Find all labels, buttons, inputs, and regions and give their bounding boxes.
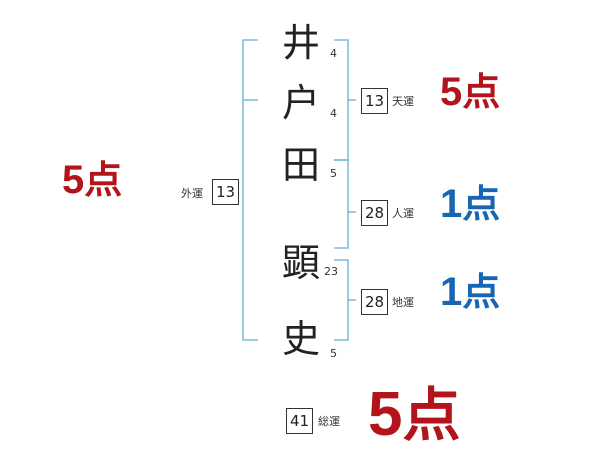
- tenun-score-number: 5: [440, 70, 463, 114]
- souun-score-number: 5: [368, 380, 403, 449]
- tenun-score-unit: 点: [462, 70, 501, 114]
- name-char-1: 井: [282, 21, 321, 65]
- gaiun-label: 外運: [181, 187, 203, 200]
- chiun-value-box: 28: [361, 289, 388, 315]
- jinun-bracket: [334, 159, 356, 249]
- jinun-value-box: 28: [361, 200, 388, 226]
- jinun-score-unit: 点: [462, 182, 501, 226]
- chiun-bracket: [334, 259, 356, 341]
- stroke-count-5: 5: [330, 347, 337, 360]
- name-char-3: 田: [282, 143, 321, 187]
- name-char-4: 顕: [282, 241, 321, 285]
- gaiun-value-box: 13: [212, 179, 239, 205]
- jinun-score: 1点: [440, 184, 500, 224]
- chiun-label: 地運: [392, 296, 414, 309]
- jinun-label: 人運: [392, 207, 414, 220]
- name-char-2: 户: [282, 81, 321, 125]
- stroke-count-2: 4: [330, 107, 337, 120]
- gaiun-score-unit: 点: [84, 158, 123, 202]
- outer-bracket: [242, 39, 258, 341]
- stroke-count-4: 23: [324, 265, 338, 278]
- stroke-count-3: 5: [330, 167, 337, 180]
- tenun-value-box: 13: [361, 88, 388, 114]
- chiun-score: 1点: [440, 272, 500, 312]
- tenun-score: 5点: [440, 72, 500, 112]
- tenun-bracket: [334, 39, 356, 161]
- souun-score: 5点: [368, 384, 461, 446]
- name-char-5: 史: [282, 317, 321, 361]
- jinun-score-number: 1: [440, 182, 463, 226]
- souun-label: 総運: [318, 415, 340, 428]
- souun-score-unit: 点: [402, 381, 461, 449]
- chiun-score-number: 1: [440, 270, 463, 314]
- souun-value-box: 41: [286, 408, 313, 434]
- tenun-label: 天運: [392, 95, 414, 108]
- stroke-count-1: 4: [330, 47, 337, 60]
- gaiun-score: 5点: [62, 160, 122, 200]
- chiun-score-unit: 点: [462, 270, 501, 314]
- gaiun-score-number: 5: [62, 158, 85, 202]
